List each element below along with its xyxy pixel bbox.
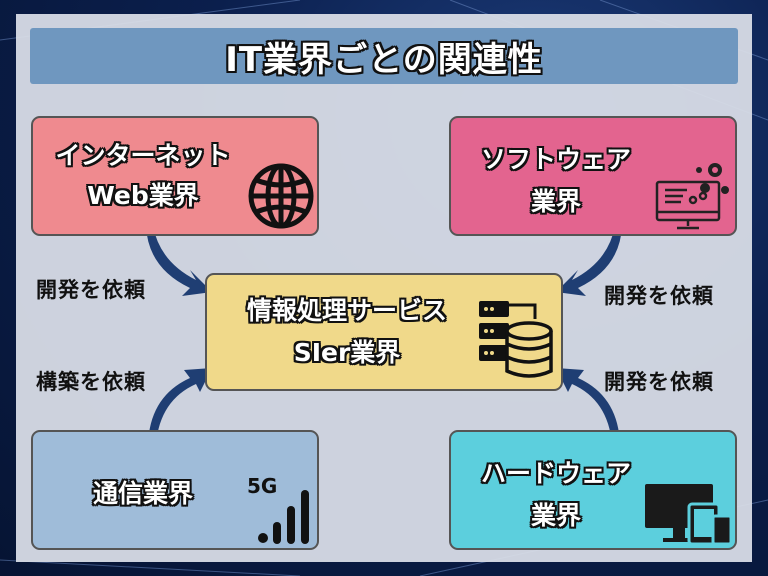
node-hardware: ハードウェア 業界: [449, 430, 737, 550]
page-title: IT業界ごとの関連性: [225, 39, 543, 80]
edge-label-hardware-si: 開発を依頼: [604, 370, 714, 394]
node-hardware-line1: ハードウェア: [480, 459, 631, 488]
edge-label-internet-si: 開発を依頼: [36, 278, 146, 302]
node-telecom-line1: 通信業界: [92, 479, 193, 508]
arrow-software-to-si: [556, 226, 622, 296]
devices-icon: [645, 484, 733, 546]
edge-label-software-si: 開発を依頼: [604, 284, 714, 308]
node-internet-line1: インターネット: [55, 141, 231, 170]
globe-icon: [248, 163, 314, 229]
node-si-line2: SIer業界: [293, 338, 401, 367]
node-software: ソフトウェア 業界: [449, 116, 737, 236]
node-telecom: 通信業界 5G: [31, 430, 319, 550]
node-si: 情報処理サービス SIer業界: [205, 273, 563, 391]
node-software-line2: 業界: [530, 187, 581, 216]
monitor-gears-icon: [655, 163, 729, 230]
server-database-icon: [479, 301, 553, 378]
node-internet-line2: Web業界: [87, 181, 199, 210]
edge-label-telecom-si: 構築を依頼: [36, 370, 146, 394]
arrow-internet-to-si: [146, 226, 212, 296]
signal-5g-label: 5G: [247, 474, 278, 498]
node-si-line1: 情報処理サービス: [246, 296, 447, 325]
signal-5g-icon: [258, 490, 309, 544]
title-bar: IT業界ごとの関連性: [30, 28, 738, 84]
node-software-line1: ソフトウェア: [480, 145, 631, 174]
node-internet: インターネット Web業界: [31, 116, 319, 236]
node-hardware-line2: 業界: [530, 501, 581, 530]
